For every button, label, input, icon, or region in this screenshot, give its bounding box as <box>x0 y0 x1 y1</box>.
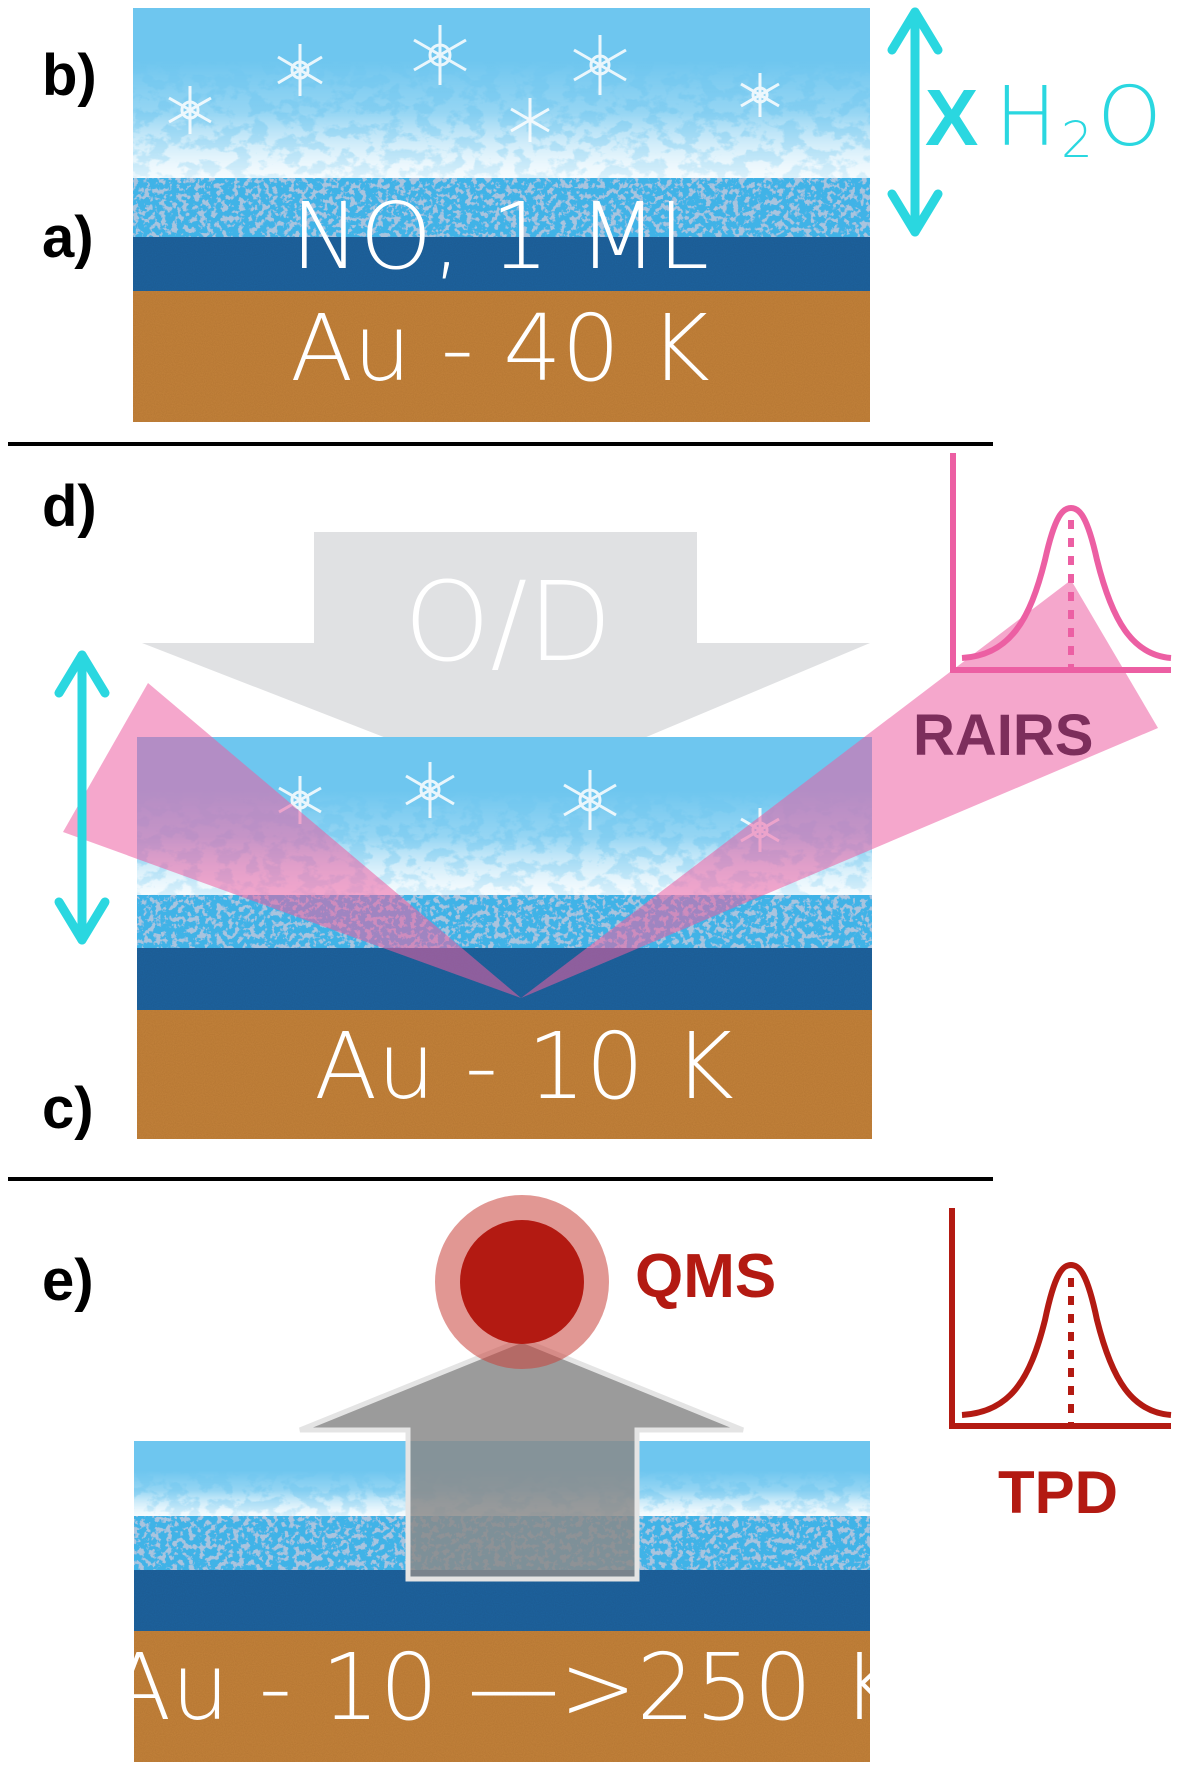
spectrum-axes <box>950 453 1171 673</box>
substrate-label: Au - 10 —>250 K <box>108 1634 902 1741</box>
ice-frost <box>133 60 870 178</box>
desorption-arrow <box>299 1337 744 1582</box>
ir-beam-reflected <box>521 580 1158 998</box>
double-arrow-icon <box>887 7 943 237</box>
od-beam-label: O/D <box>404 558 612 686</box>
rairs-label: RAIRS <box>913 703 1093 768</box>
substrate-label: Au - 10 K <box>314 1013 734 1120</box>
qms-detector-icon <box>460 1220 584 1344</box>
spectrum-peak <box>961 1261 1172 1418</box>
panel-label-b: b) <box>42 43 97 108</box>
dark-layer <box>133 237 870 291</box>
panel-label-d: d) <box>42 474 97 539</box>
no-layer <box>133 178 870 237</box>
gold-substrate <box>134 1631 870 1762</box>
ir-beam-incident <box>63 683 521 998</box>
tpd-spectrum-icon <box>949 1208 1172 1429</box>
tpd-label: TPD <box>998 1459 1118 1526</box>
water-h: H <box>995 70 1057 165</box>
gold-substrate <box>133 291 870 422</box>
panel-e: Au - 10 —>250 K QMS TPD e) <box>42 1195 1172 1762</box>
spectrum-axes <box>949 1208 1171 1429</box>
dark-layer <box>137 948 872 1010</box>
water-subscript: 2 <box>1061 111 1093 169</box>
qms-label: QMS <box>635 1242 776 1311</box>
substrate-label: Au - 40 K <box>290 295 710 402</box>
gold-substrate <box>137 1010 872 1139</box>
spectrum-peak <box>961 504 1172 661</box>
rairs-spectrum-icon <box>950 453 1172 673</box>
panel-label-e: e) <box>42 1248 94 1313</box>
snowflake-icons <box>168 25 780 142</box>
no-layer-label: NO, 1 ML <box>291 183 709 290</box>
od-beam-arrow <box>142 532 870 790</box>
panel-cd: O/D Au - 10 K RAIRS d) c) <box>42 453 1172 1141</box>
panel-label-a: a) <box>42 205 94 270</box>
panel-label-c: c) <box>42 1076 94 1141</box>
water-o: O <box>1097 70 1162 165</box>
water-thickness-label: X H 2 O <box>925 70 1162 169</box>
no-layer <box>137 895 872 948</box>
double-arrow-icon <box>54 650 110 945</box>
multiplier-x: X <box>925 73 978 162</box>
panel-ab: NO, 1 ML Au - 40 K b) a) X H 2 O <box>42 7 1162 422</box>
